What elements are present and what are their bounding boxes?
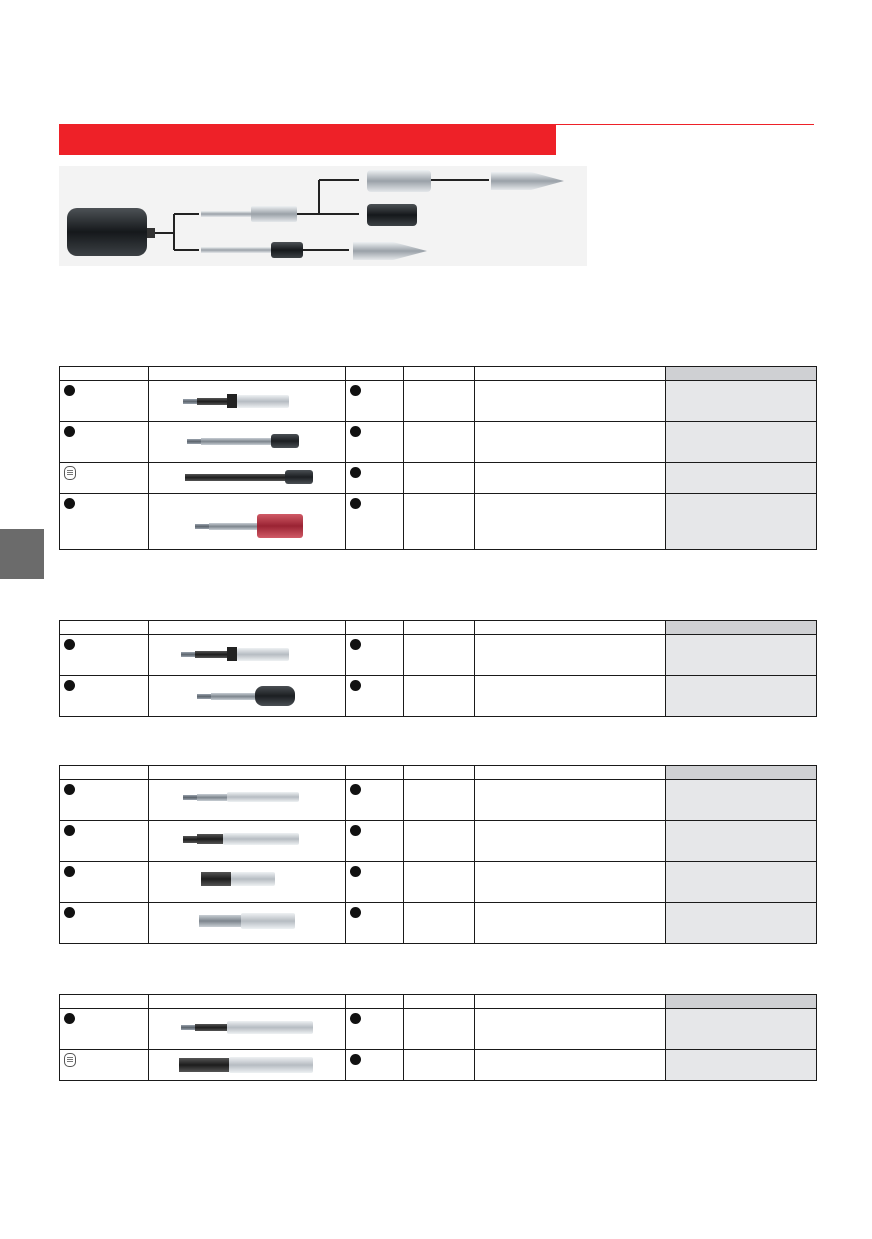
connector-lines <box>155 179 489 251</box>
table-header <box>59 620 817 635</box>
availability-dot-icon <box>64 907 75 918</box>
product-table-magnetic <box>59 765 817 944</box>
outline-marker-icon <box>64 466 76 480</box>
dark-hex-magnetic-holder-image <box>183 833 299 845</box>
table-row <box>59 861 817 903</box>
table-row <box>59 902 817 944</box>
slim-magnetic-holder-image <box>183 792 299 802</box>
price-column-header <box>665 994 817 1009</box>
section-title-bar <box>59 124 556 155</box>
availability-dot-icon <box>64 426 75 437</box>
bit-holder-icon <box>201 242 303 258</box>
spec-dot-icon <box>350 907 361 918</box>
bit-holder-system-illustration <box>59 166 587 266</box>
product-table-universal <box>59 620 817 717</box>
long-dark-holder-image <box>179 1057 313 1073</box>
product-table-extension <box>59 994 817 1081</box>
price-column-header <box>665 765 817 780</box>
availability-dot-icon <box>64 866 75 877</box>
spec-dot-icon <box>350 784 361 795</box>
screwdriver-bit-icon-2 <box>353 242 427 260</box>
outline-marker-icon <box>64 1053 76 1067</box>
spec-dot-icon <box>350 1013 361 1024</box>
availability-dot-icon <box>64 784 75 795</box>
silver-band-quick-release-image <box>183 394 289 408</box>
price-column-header <box>665 366 817 381</box>
availability-dot-icon <box>64 385 75 396</box>
short-dark-hex-holder-image <box>201 872 275 886</box>
spec-dot-icon <box>350 498 361 509</box>
quick-release-holder-icon <box>367 170 431 192</box>
product-table-quick-release <box>59 366 817 550</box>
spec-dot-icon <box>350 825 361 836</box>
spec-dot-icon <box>350 426 361 437</box>
spec-dot-icon <box>350 1054 361 1065</box>
system-diagram <box>67 170 564 260</box>
price-column-header <box>665 620 817 635</box>
socket-icon <box>367 204 417 226</box>
spec-dot-icon <box>350 866 361 877</box>
dark-collar-holder-image <box>187 434 299 448</box>
table-row <box>59 1049 817 1081</box>
spec-dot-icon <box>350 639 361 650</box>
screwdriver-bit-icon <box>491 172 564 190</box>
availability-dot-icon <box>64 1013 75 1024</box>
black-long-holder-image <box>185 470 313 484</box>
silver-band-quick-release-image <box>181 647 289 661</box>
table-row <box>59 675 817 717</box>
table-row <box>59 421 817 463</box>
long-silver-holder-image <box>181 1021 313 1034</box>
table-row <box>59 493 817 550</box>
table-row <box>59 380 817 422</box>
table-row <box>59 634 817 676</box>
table-row <box>59 462 817 494</box>
short-silver-hex-holder-image <box>199 913 295 929</box>
spec-dot-icon <box>350 385 361 396</box>
table-row <box>59 820 817 862</box>
keyless-chuck-icon <box>67 208 155 256</box>
availability-dot-icon <box>64 825 75 836</box>
table-row <box>59 779 817 821</box>
red-collar-holder-image <box>195 514 303 538</box>
spec-dot-icon <box>350 680 361 691</box>
table-header <box>59 366 817 381</box>
availability-dot-icon <box>64 639 75 650</box>
table-row <box>59 1008 817 1050</box>
availability-dot-icon <box>64 498 75 509</box>
table-header <box>59 994 817 1009</box>
availability-dot-icon <box>64 680 75 691</box>
dark-collar-holder-image <box>197 686 295 706</box>
chapter-side-tab <box>0 529 44 579</box>
spec-dot-icon <box>350 467 361 478</box>
hex-adapter-icon <box>201 206 297 222</box>
title-rule-line <box>556 124 814 125</box>
table-header <box>59 765 817 780</box>
